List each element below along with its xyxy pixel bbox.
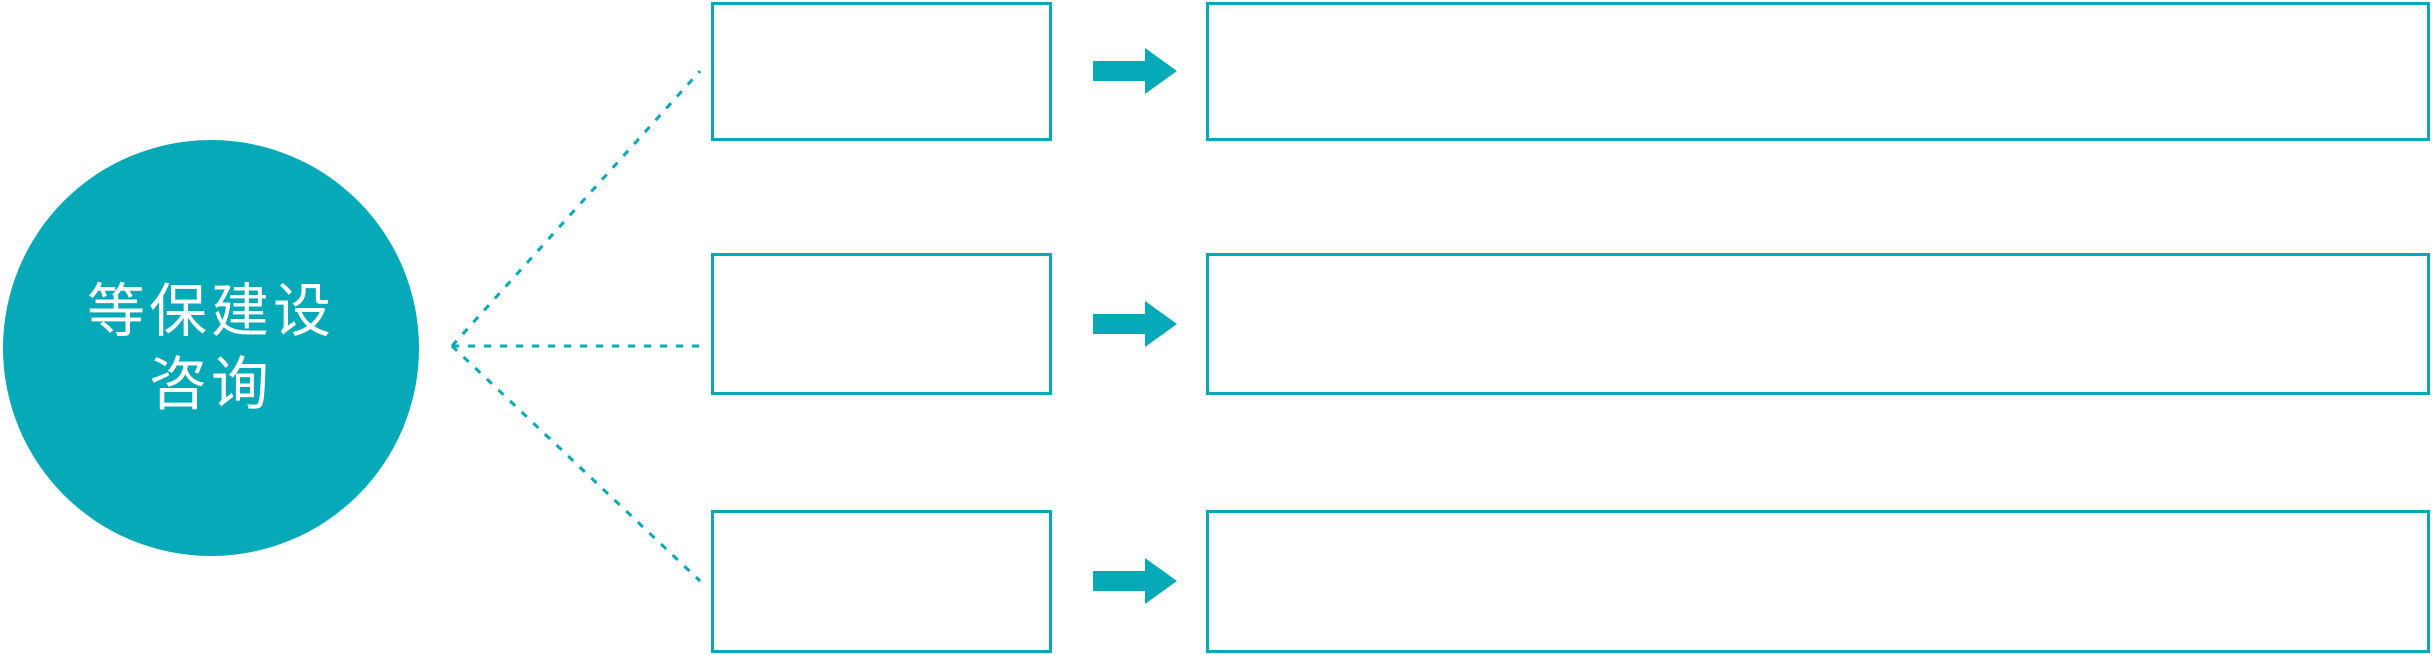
arrow-right-icon-row2 <box>1093 301 1177 347</box>
arrow-right-icon-row1 <box>1093 48 1177 94</box>
connector-line-row1 <box>450 69 702 348</box>
hub-circle[interactable]: 等保建设 咨询 <box>3 140 419 556</box>
detail-box-row2[interactable] <box>1206 253 2430 395</box>
stage-box-row1[interactable] <box>711 2 1052 141</box>
stage-box-row2[interactable] <box>711 253 1052 395</box>
arrow-right-icon-row3 <box>1093 558 1177 604</box>
detail-box-row1[interactable] <box>1206 2 2430 141</box>
connector-line-row3 <box>450 344 702 583</box>
stage-box-row3[interactable] <box>711 510 1052 653</box>
hub-label-line-2: 咨询 <box>148 352 273 417</box>
hub-label-line-1: 等保建设 <box>86 278 335 344</box>
detail-box-row3[interactable] <box>1206 510 2430 653</box>
